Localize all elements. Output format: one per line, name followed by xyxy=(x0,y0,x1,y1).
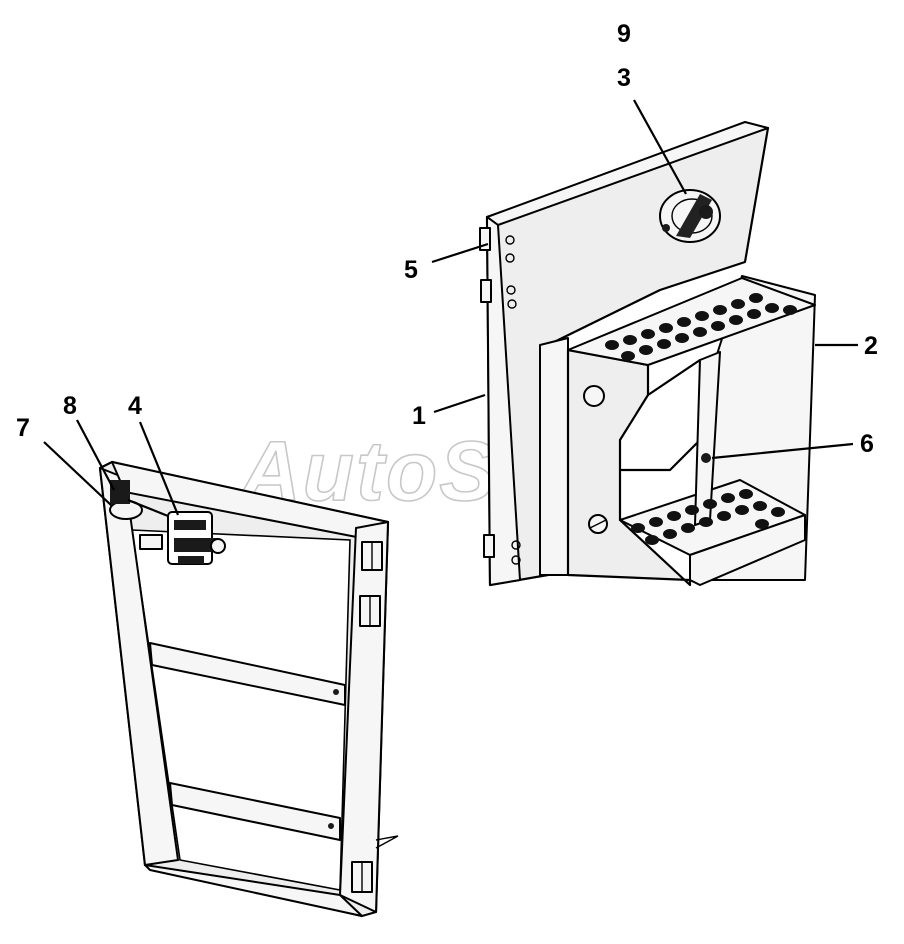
callout-2: 2 xyxy=(864,332,878,360)
callout-3: 3 xyxy=(617,64,631,92)
door-lock-mechanism xyxy=(139,511,226,565)
panel-bolt xyxy=(505,235,515,245)
panel-hinge-tab-bottom xyxy=(483,534,495,558)
callout-1: 1 xyxy=(412,402,426,430)
callout-8: 8 xyxy=(63,392,77,420)
door-assembly xyxy=(98,460,399,918)
side-panel-assembly xyxy=(479,121,816,587)
panel-hinge-tab-top xyxy=(479,227,491,251)
callout-6: 6 xyxy=(860,430,874,458)
door-crossbar-lower xyxy=(169,782,341,841)
door-crossbar-upper xyxy=(149,642,346,706)
door-inner-handle xyxy=(109,480,143,520)
upper-tread-holes xyxy=(605,293,797,361)
callout-4: 4 xyxy=(128,392,142,420)
pillar-bolt xyxy=(701,453,711,463)
panel-hinge-tab-mid xyxy=(480,279,492,303)
round-latch-handle xyxy=(659,189,721,243)
lower-tread-holes xyxy=(631,489,785,545)
callout-9: 9 xyxy=(617,20,631,48)
callouts: 9 3 5 2 1 6 8 4 7 xyxy=(16,20,878,458)
callout-7: 7 xyxy=(16,414,30,442)
leader-lines xyxy=(43,99,858,516)
callout-5: 5 xyxy=(404,256,418,284)
